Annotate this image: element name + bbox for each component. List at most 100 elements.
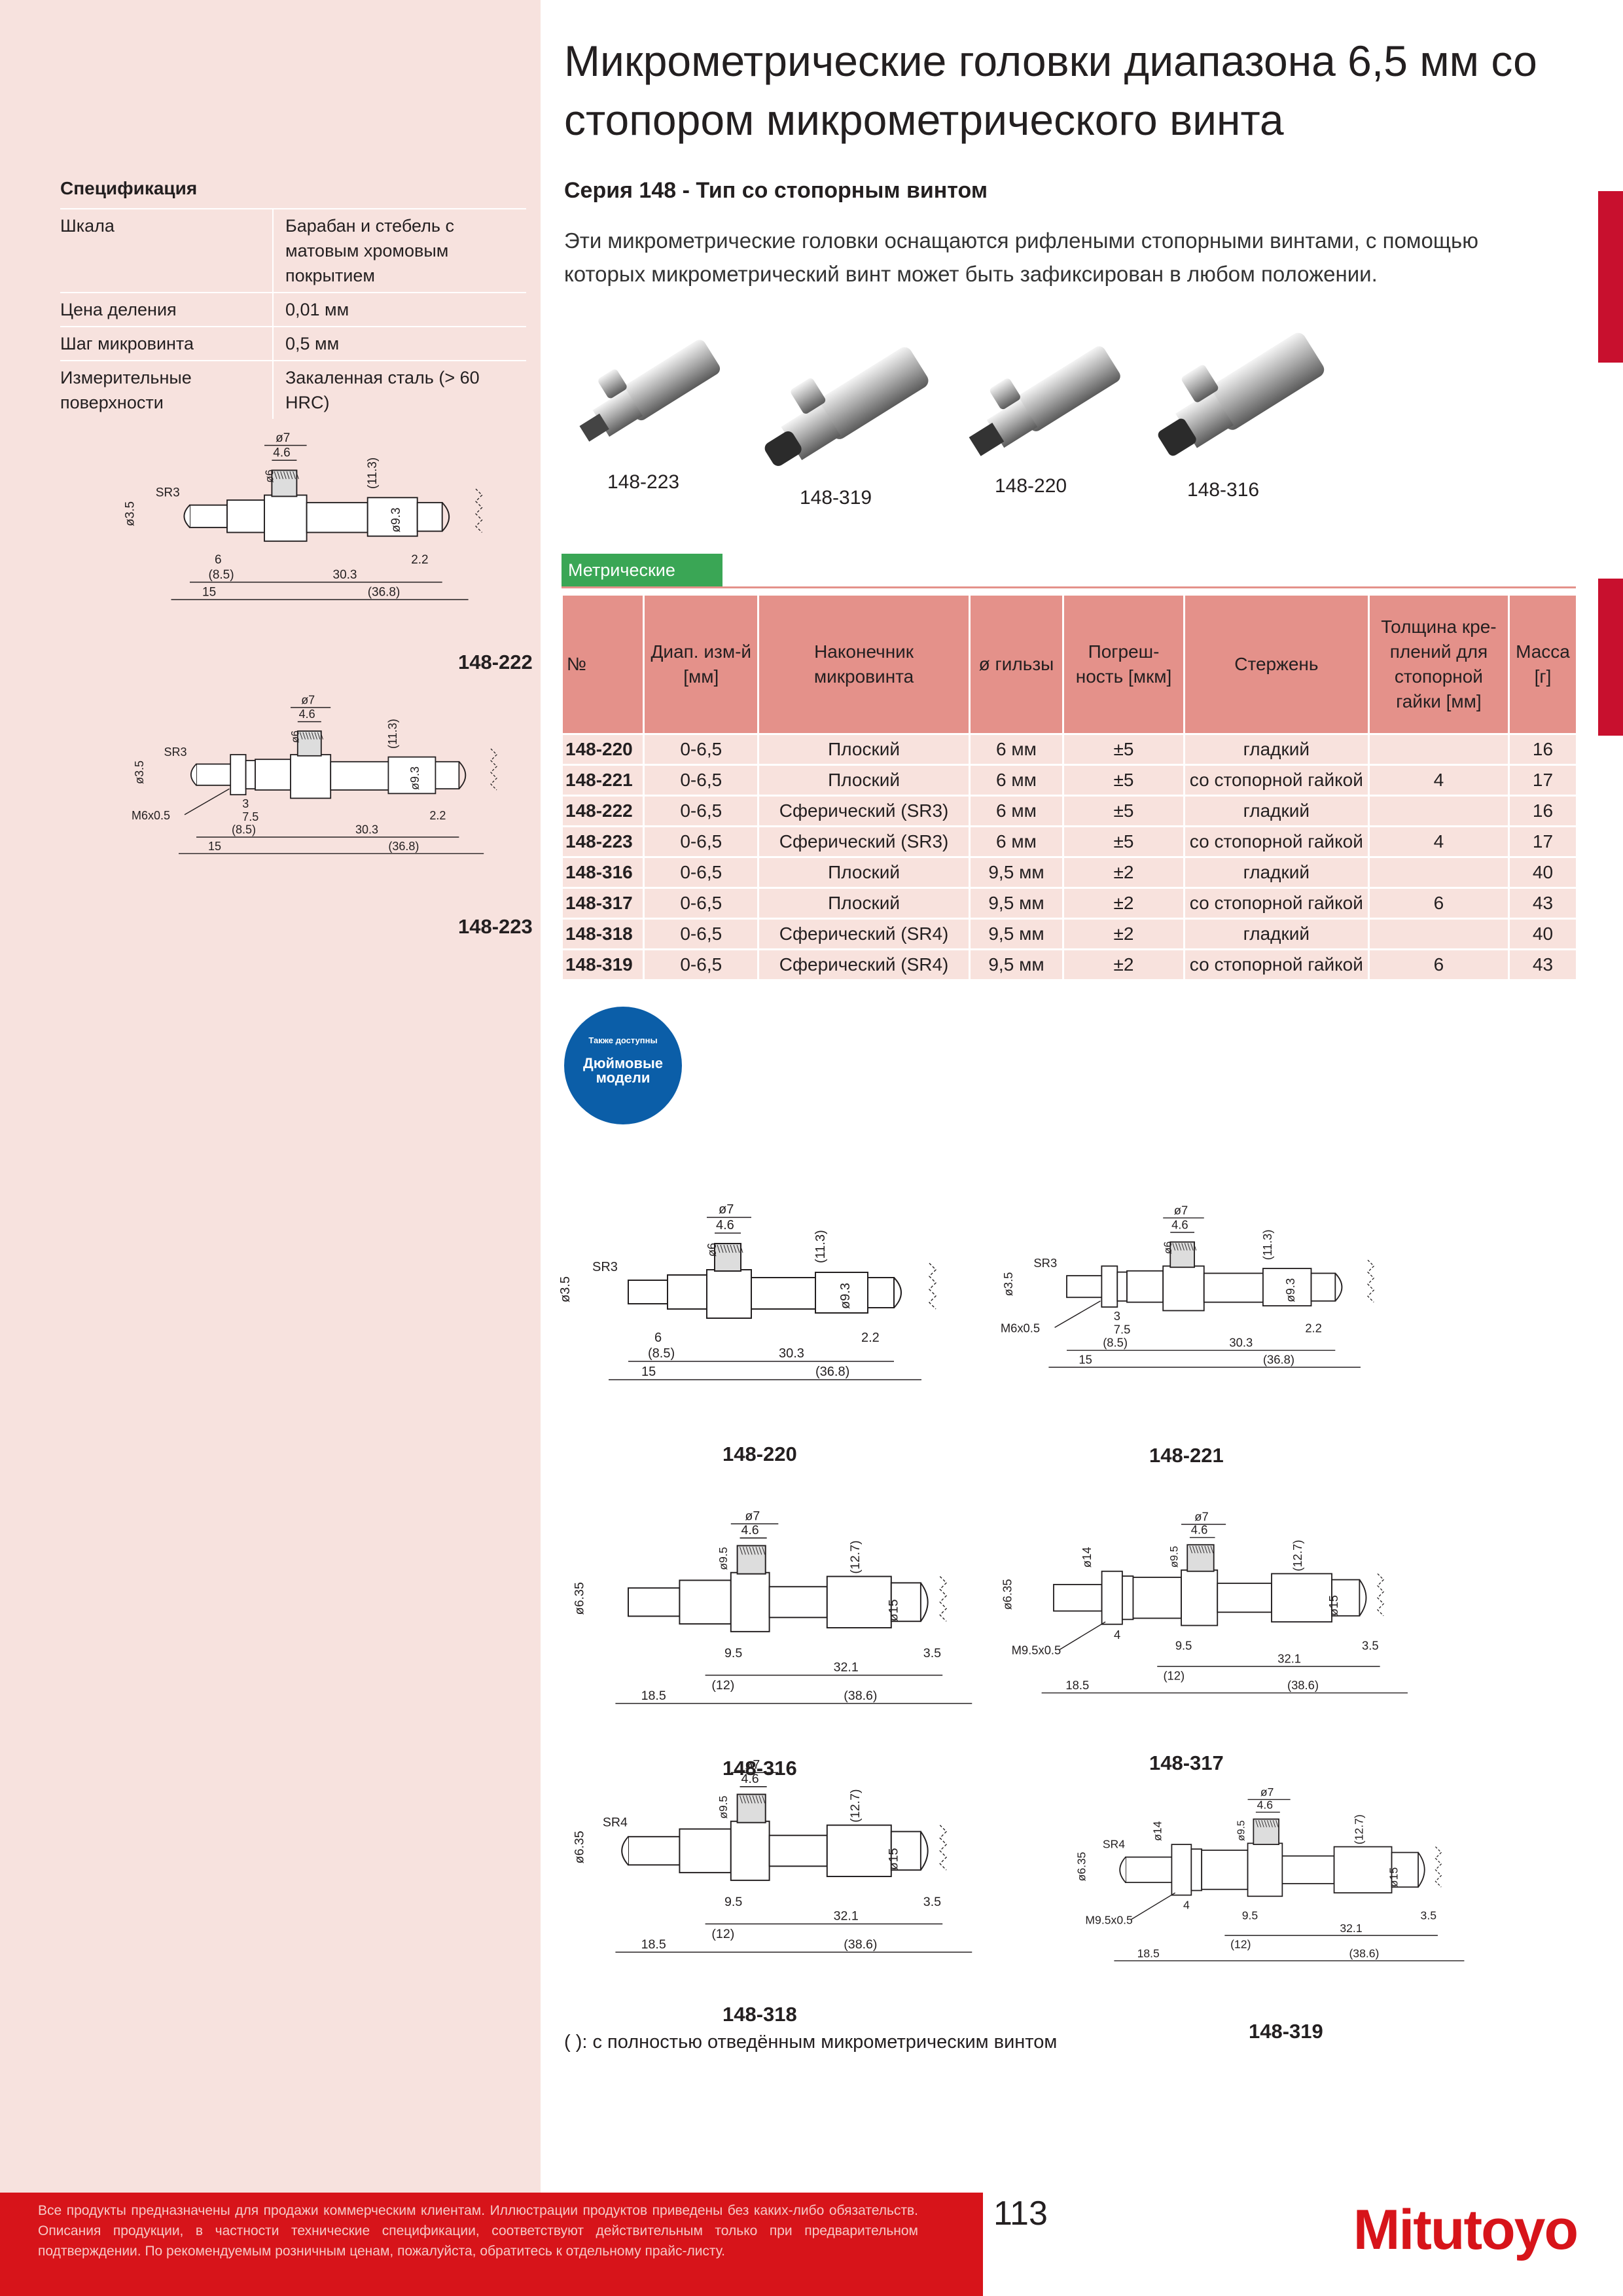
dimension-text: (36.8): [1263, 1352, 1294, 1366]
tab-metric[interactable]: Метрические: [562, 554, 722, 586]
table-cell: со стопорной гайкой: [1183, 887, 1369, 919]
table-cell: гладкий: [1183, 795, 1369, 827]
dimension-line: [752, 1547, 756, 1555]
dimension-text: 2.2: [1305, 1321, 1322, 1335]
table-cell: 40: [1507, 918, 1576, 950]
drawing-part: [1132, 1577, 1182, 1619]
dimension-line: [749, 1795, 753, 1804]
table-cell: 148-319: [563, 948, 644, 979]
series-subtitle: Серия 148 - Тип со стопорным винтом: [564, 178, 988, 203]
dimension-text: ø9.5: [1168, 1546, 1181, 1568]
dimension-text: ø6.35: [572, 1582, 586, 1615]
dimension-text: ø9.3: [408, 766, 421, 790]
dimension-text: (11.3): [813, 1230, 828, 1263]
dimension-text: (12): [1163, 1668, 1185, 1682]
table-cell: 148-317: [563, 887, 644, 919]
dimension-text: 18.5: [1137, 1947, 1160, 1960]
drawing-part: [226, 499, 265, 533]
drawing-part: [1391, 1852, 1419, 1888]
dimension-text: 32.1: [1277, 1652, 1301, 1666]
drawing-part: [1171, 1844, 1192, 1896]
table-header-cell: Масса [г]: [1507, 596, 1576, 734]
drawing-part: [826, 1824, 892, 1877]
drawing-part: [1186, 1544, 1215, 1572]
drawing-part: [416, 501, 443, 532]
drawing-label: 148-317: [1149, 1751, 1224, 1774]
dimension-text: ø14: [1151, 1821, 1164, 1841]
table-cell: ±5: [1062, 764, 1185, 796]
dimension-text: 9.5: [1175, 1638, 1192, 1652]
drawing-part: [1281, 1855, 1335, 1884]
brand-logo: Mitutoyo: [1353, 2198, 1578, 2261]
table-cell: 0-6,5: [643, 948, 758, 979]
drawing-label: 148-221: [1149, 1444, 1224, 1467]
drawing-part: [1066, 1275, 1104, 1299]
dimension-line: [283, 471, 287, 479]
table-cell: 6: [1367, 948, 1509, 979]
dimension-line: [1193, 1243, 1197, 1251]
dimension-text: 4.6: [741, 1523, 758, 1537]
dimension-line: [1270, 1820, 1273, 1827]
dimension-text: SR4: [1103, 1837, 1125, 1850]
dimension-line: [274, 471, 277, 479]
dimension-text: ø7: [301, 694, 315, 707]
dimension-text: 15: [1079, 1352, 1092, 1366]
dimension-text: 9.5: [1242, 1909, 1258, 1922]
drawing-part: [245, 760, 256, 790]
drawing-part: [706, 1269, 752, 1319]
table-cell: 6 мм: [968, 733, 1063, 765]
drawing-label: 148-319: [1249, 2020, 1323, 2043]
drawing-part: [1333, 1846, 1393, 1893]
dimension-text: ø6: [1162, 1242, 1174, 1254]
table-cell: ±5: [1062, 825, 1185, 857]
table-cell: 0-6,5: [643, 887, 758, 919]
drawing-part: [628, 1280, 668, 1304]
dimension-text: 3.5: [1421, 1909, 1437, 1922]
dimension-line: [1272, 1820, 1276, 1827]
drawing-part: [1190, 1848, 1203, 1892]
dimension-text: ø9.3: [1283, 1278, 1297, 1302]
drawing-part: [730, 1571, 770, 1632]
table-header-cell: Наконечник микровинта: [757, 596, 970, 734]
dimension-text: (12.7): [848, 1540, 863, 1573]
dimension-text: 30.3: [779, 1346, 804, 1361]
micrometer-drawing: ø74.6ø6(11.3)ø9.3ø3.5SR330.3(36.8)152.2M…: [132, 694, 497, 854]
dimension-text: 6: [215, 553, 222, 567]
dimension-line: [277, 471, 281, 479]
dimension-text: (12): [711, 1678, 734, 1693]
spec-value: Барабан и стебель с матовым хромовым пок…: [273, 208, 526, 293]
drawing-part: [1101, 1265, 1118, 1308]
dimension-text: ø7: [745, 1509, 760, 1523]
dimension-text: M9.5x0.5: [1085, 1914, 1133, 1927]
drawing-part: [679, 1828, 732, 1874]
dimension-line: [289, 471, 293, 479]
table-cell: со стопорной гайкой: [1183, 825, 1369, 857]
dimension-line: [723, 1244, 727, 1253]
dimension-line: [752, 1795, 756, 1804]
dimension-line: [1172, 1243, 1176, 1251]
dimension-line: [1210, 1545, 1214, 1554]
table-cell: со стопорной гайкой: [1183, 948, 1369, 979]
drawing-part: [1121, 1575, 1134, 1621]
drawing-part: [255, 759, 291, 791]
dimension-text: (12): [1230, 1937, 1251, 1950]
dimension-line: [280, 471, 283, 479]
table-cell: ±2: [1062, 948, 1185, 979]
table-cell: 16: [1507, 733, 1576, 765]
dimension-text: 18.5: [1065, 1678, 1089, 1692]
dimension-text: ø9.5: [1236, 1820, 1247, 1841]
dimension-line: [317, 732, 321, 740]
dimension-line: [726, 1244, 730, 1253]
drawing-part: [1201, 1849, 1249, 1890]
dimension-text: ø9.3: [838, 1283, 853, 1309]
side-tab: [1598, 191, 1623, 363]
spec-heading: Спецификация: [60, 178, 198, 198]
dimension-line: [762, 1547, 766, 1555]
divider: [562, 586, 1576, 588]
dimension-text: ø3.5: [1001, 1272, 1015, 1297]
table-cell: 9,5 мм: [968, 887, 1063, 919]
spec-key: Цена деления: [60, 292, 274, 327]
dimension-line: [293, 471, 296, 479]
